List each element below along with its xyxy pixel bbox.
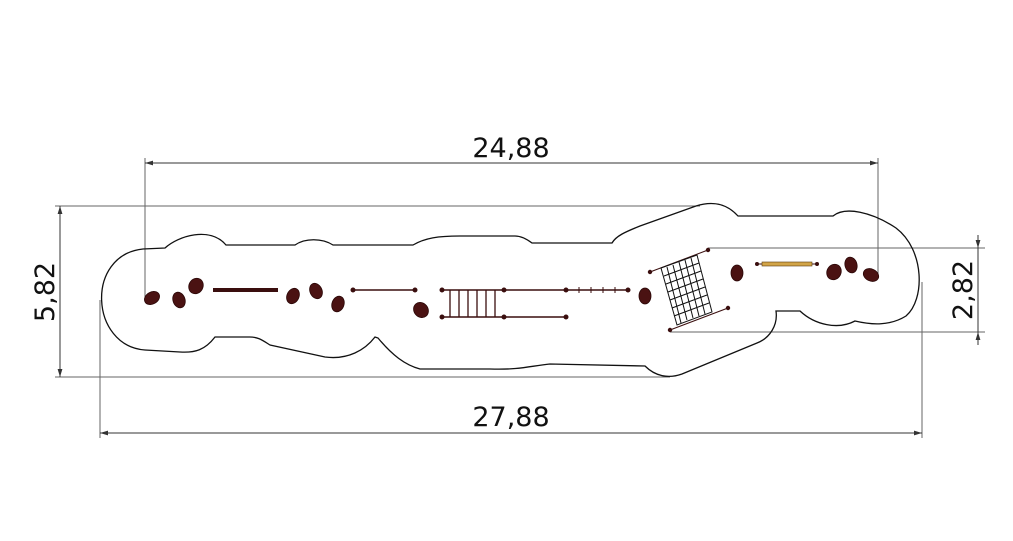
rock: [826, 263, 842, 281]
horizontal-ladder: [439, 287, 569, 320]
dim-outer-length-label: 27,88: [472, 402, 549, 433]
rock: [862, 268, 880, 282]
knotted-rope: [563, 287, 631, 293]
balance-beam: [213, 288, 278, 292]
rock: [172, 291, 186, 309]
play-area-outline: [100, 202, 920, 377]
wooden-beam: [755, 261, 819, 267]
rock: [730, 264, 744, 282]
rock: [413, 301, 429, 319]
climbing-rocks: [144, 256, 880, 319]
rock: [638, 287, 652, 305]
dim-inner-width-label: 2,82: [948, 260, 979, 320]
rock: [144, 291, 160, 305]
rock: [844, 256, 858, 274]
balance-rope: [350, 287, 418, 293]
rock: [286, 287, 300, 305]
rock: [188, 277, 204, 295]
rock: [309, 282, 323, 300]
dim-inner-length-label: 24,88: [472, 133, 549, 164]
climbing-net: [647, 247, 731, 333]
dimension-lines: [57, 160, 981, 436]
dim-outer-width-label: 5,82: [30, 262, 61, 322]
rock: [331, 295, 345, 313]
extension-lines: [55, 158, 985, 438]
